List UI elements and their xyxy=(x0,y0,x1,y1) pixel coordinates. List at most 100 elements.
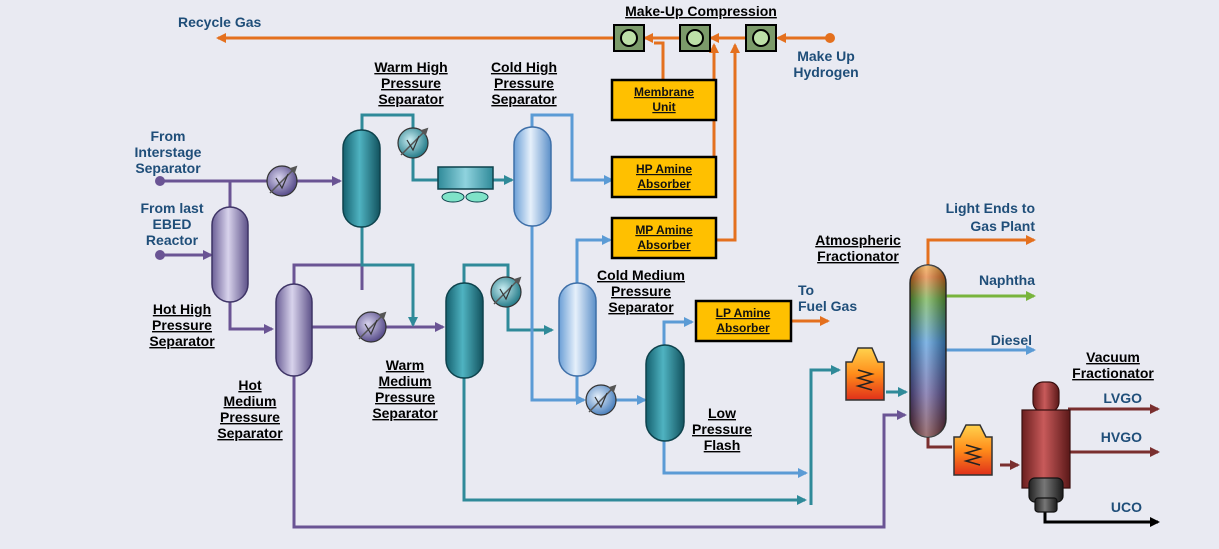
svg-text:Reactor: Reactor xyxy=(146,232,199,248)
svg-text:Hot High: Hot High xyxy=(153,301,211,317)
svg-text:Low: Low xyxy=(708,405,736,421)
warm-mp-separator-vessel xyxy=(445,282,484,379)
ebed-source xyxy=(155,250,165,260)
svg-text:Warm: Warm xyxy=(386,357,424,373)
hot-hp-separator-vessel xyxy=(211,206,249,303)
diesel-label: Diesel xyxy=(991,332,1032,348)
svg-text:Make Up: Make Up xyxy=(797,48,855,64)
cold-hp-separator-vessel xyxy=(513,126,552,227)
svg-text:From last: From last xyxy=(140,200,203,216)
mp-amine-label-2: Absorber xyxy=(637,238,691,252)
heat-exchanger-1 xyxy=(266,165,298,197)
lp-amine-absorber-box: LP Amine Absorber xyxy=(694,299,793,343)
svg-text:Fractionator: Fractionator xyxy=(1072,365,1154,381)
hot-mp-separator-vessel xyxy=(275,283,313,377)
cold-hp-separator-label: Cold High Pressure Separator xyxy=(491,59,557,107)
heat-exchanger-3 xyxy=(355,311,387,343)
svg-text:Cold High: Cold High xyxy=(491,59,557,75)
warm-mp-separator-label: Warm Medium Pressure Separator xyxy=(372,357,438,421)
membrane-unit-label-2: Unit xyxy=(652,100,675,114)
svg-text:Separator: Separator xyxy=(217,425,283,441)
naphtha-label: Naphtha xyxy=(979,272,1035,288)
uco-label: UCO xyxy=(1111,499,1142,515)
lvgo-label: LVGO xyxy=(1103,390,1142,406)
heat-exchanger-5 xyxy=(585,384,617,416)
warm-hp-separator-label: Warm High Pressure Separator xyxy=(374,59,447,107)
compressor-2 xyxy=(679,24,711,52)
membrane-unit-label-1: Membrane xyxy=(634,85,694,99)
vacuum-fractionator-label: Vacuum Fractionator xyxy=(1072,349,1154,381)
warm-hp-separator-vessel xyxy=(342,129,381,228)
svg-text:Interstage: Interstage xyxy=(135,144,202,160)
svg-text:To: To xyxy=(798,282,814,298)
svg-text:Vacuum: Vacuum xyxy=(1086,349,1140,365)
svg-text:Flash: Flash xyxy=(704,437,741,453)
vacuum-furnace xyxy=(953,424,993,476)
svg-text:Light Ends to: Light Ends to xyxy=(946,200,1035,216)
make-up-compressors xyxy=(613,24,777,52)
interstage-source xyxy=(155,176,165,186)
from-interstage-label: From Interstage Separator xyxy=(135,128,202,176)
compressor-1 xyxy=(613,24,645,52)
svg-text:Medium: Medium xyxy=(224,393,277,409)
light-ends-label: Light Ends to Gas Plant xyxy=(946,200,1036,234)
mp-amine-label-1: MP Amine xyxy=(635,223,693,237)
svg-text:Pressure: Pressure xyxy=(611,283,671,299)
membrane-unit-box: Membrane Unit xyxy=(610,78,718,122)
from-ebed-label: From last EBED Reactor xyxy=(140,200,203,248)
svg-text:Separator: Separator xyxy=(491,91,557,107)
hp-amine-label-1: HP Amine xyxy=(636,162,692,176)
svg-text:Separator: Separator xyxy=(378,91,444,107)
hp-amine-absorber-box: HP Amine Absorber xyxy=(610,155,718,199)
atmospheric-furnace xyxy=(845,347,885,401)
cold-mp-separator-label: Cold Medium Pressure Separator xyxy=(597,267,685,315)
make-up-hydrogen-source xyxy=(825,33,835,43)
hp-amine-label-2: Absorber xyxy=(637,177,691,191)
recycle-gas-label: Recycle Gas xyxy=(178,14,261,30)
svg-text:Pressure: Pressure xyxy=(220,409,280,425)
svg-text:Separator: Separator xyxy=(608,299,674,315)
svg-text:Warm High: Warm High xyxy=(374,59,447,75)
svg-text:Gas Plant: Gas Plant xyxy=(970,218,1035,234)
heat-exchanger-4 xyxy=(490,276,522,308)
to-fuel-gas-label: To Fuel Gas xyxy=(798,282,857,314)
svg-text:Separator: Separator xyxy=(135,160,201,176)
svg-text:Separator: Separator xyxy=(372,405,438,421)
blue-cold-lines xyxy=(530,113,1036,478)
make-up-compression-label: Make-Up Compression xyxy=(625,3,777,19)
atmospheric-fractionator-column xyxy=(909,264,947,438)
svg-text:From: From xyxy=(151,128,186,144)
teal-warm-lines xyxy=(360,113,908,505)
svg-text:Fuel Gas: Fuel Gas xyxy=(798,298,857,314)
cold-mp-separator-vessel xyxy=(558,282,597,377)
svg-text:Fractionator: Fractionator xyxy=(817,248,899,264)
lp-flash-label: Low Pressure Flash xyxy=(692,405,752,453)
svg-text:Hot: Hot xyxy=(238,377,262,393)
vacuum-fractionator-column xyxy=(1021,381,1071,513)
svg-text:Hydrogen: Hydrogen xyxy=(793,64,858,80)
lp-amine-label-2: Absorber xyxy=(716,321,770,335)
lp-amine-label-1: LP Amine xyxy=(716,306,771,320)
svg-text:Atmospheric: Atmospheric xyxy=(815,232,901,248)
air-cooler xyxy=(437,166,494,203)
atmospheric-fractionator-label: Atmospheric Fractionator xyxy=(815,232,901,264)
maroon-heavy-lines xyxy=(926,404,1160,470)
svg-text:Pressure: Pressure xyxy=(692,421,752,437)
svg-text:Pressure: Pressure xyxy=(375,389,435,405)
hot-mp-separator-label: Hot Medium Pressure Separator xyxy=(217,377,283,441)
mp-amine-absorber-box: MP Amine Absorber xyxy=(610,216,718,260)
svg-text:Pressure: Pressure xyxy=(152,317,212,333)
lp-flash-vessel xyxy=(645,344,685,442)
heat-exchanger-2 xyxy=(397,127,429,159)
hvgo-label: HVGO xyxy=(1101,429,1142,445)
svg-text:Pressure: Pressure xyxy=(381,75,441,91)
make-up-hydrogen-label: Make Up Hydrogen xyxy=(793,48,858,80)
compressor-3 xyxy=(745,24,777,52)
hot-hp-separator-label: Hot High Pressure Separator xyxy=(149,301,215,349)
svg-text:Cold Medium: Cold Medium xyxy=(597,267,685,283)
svg-text:Pressure: Pressure xyxy=(494,75,554,91)
svg-text:EBED: EBED xyxy=(153,216,192,232)
svg-text:Medium: Medium xyxy=(379,373,432,389)
